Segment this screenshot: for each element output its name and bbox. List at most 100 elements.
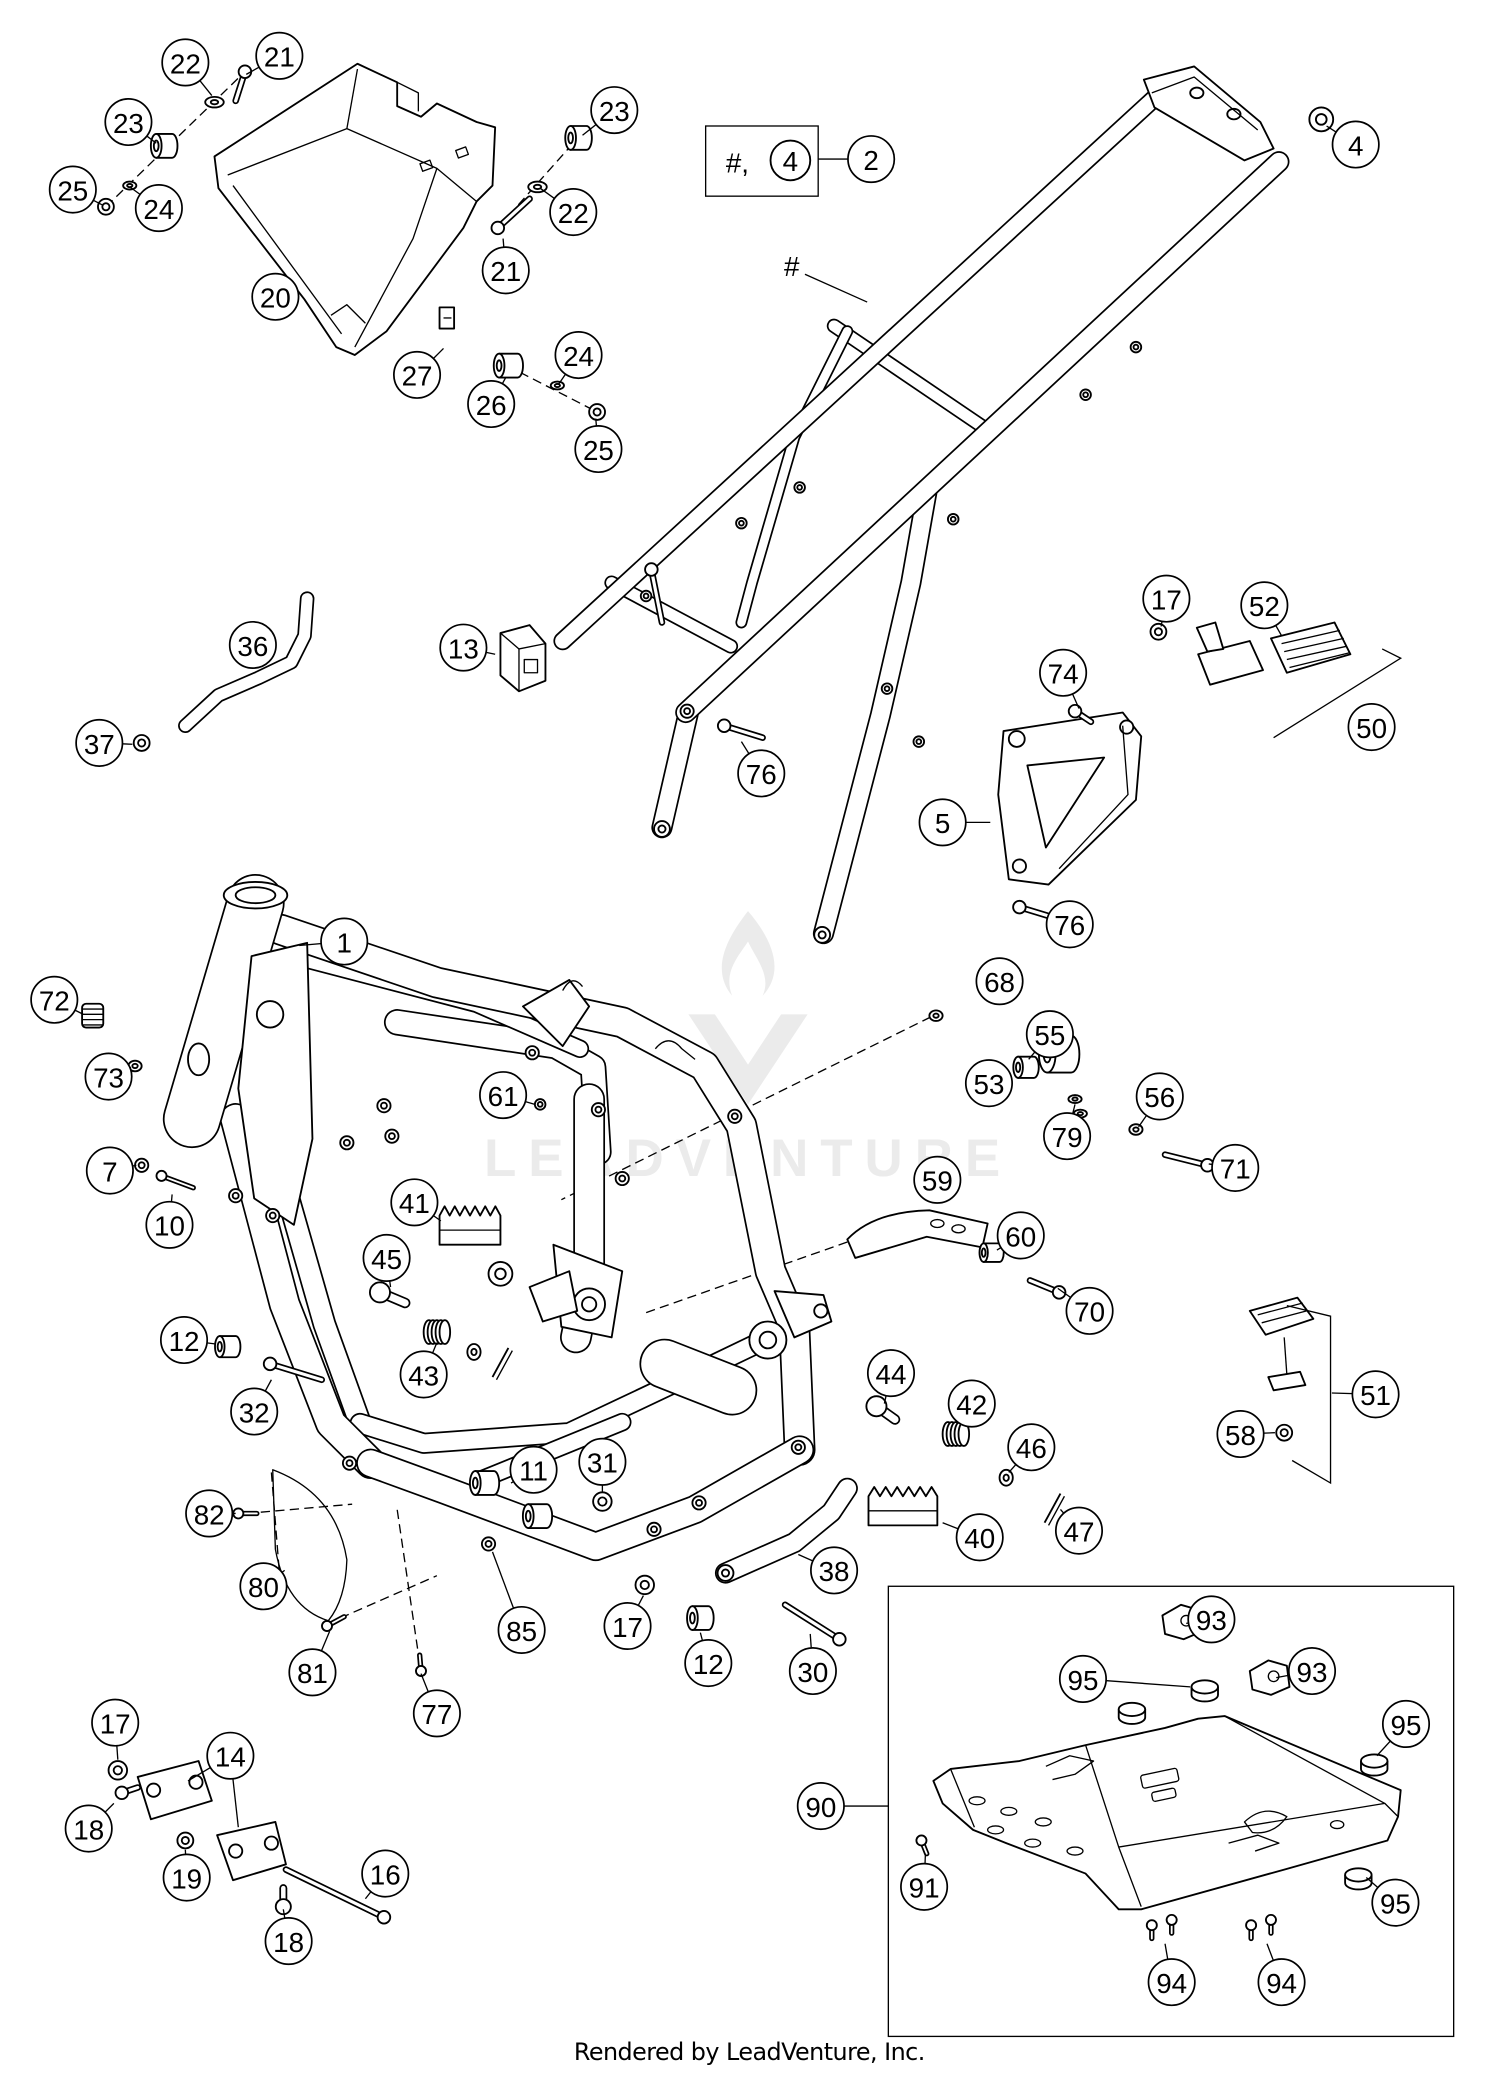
- frame-fitting-5: [646, 1521, 662, 1537]
- callout-94: 94: [1257, 1958, 1306, 2007]
- callout-25: 25: [574, 425, 623, 474]
- callout-number: 1: [336, 927, 351, 958]
- callout-number: 21: [490, 256, 521, 287]
- callout-number: 50: [1356, 713, 1387, 744]
- callout-37: 37: [75, 718, 124, 767]
- frame-fitting-1: [384, 1128, 400, 1144]
- callout-number: 11: [519, 1456, 548, 1487]
- callout-22: 22: [161, 38, 210, 87]
- bushing-11-b: [521, 1503, 554, 1529]
- callout-51: 51: [1351, 1370, 1400, 1419]
- rubber-plug-95-1: [1117, 1701, 1147, 1725]
- frame-fitting-3: [376, 1098, 392, 1114]
- callout-number: 27: [402, 361, 433, 392]
- bolt-32: [262, 1356, 326, 1384]
- callout-number: 38: [819, 1556, 850, 1587]
- callout-1: 1: [320, 917, 369, 966]
- nut-17-lower: [634, 1574, 655, 1596]
- subframe-eye-right: [813, 926, 832, 944]
- callout-number: 19: [171, 1863, 202, 1894]
- callout-74: 74: [1039, 648, 1088, 697]
- callout-number: 95: [1380, 1889, 1411, 1920]
- group-label-box: [704, 125, 819, 197]
- callout-number: 13: [448, 633, 479, 664]
- callout-number: 71: [1220, 1154, 1251, 1185]
- callout-25: 25: [48, 165, 97, 214]
- callout-number: 25: [57, 175, 88, 206]
- washer-46: [998, 1468, 1014, 1487]
- subframe-fitting-5: [912, 735, 926, 748]
- callout-93: 93: [1287, 1646, 1337, 1696]
- skid-plate-box: [887, 1585, 1455, 2038]
- screw-94-3: [1265, 1913, 1277, 1936]
- callout-number: 22: [558, 198, 589, 229]
- bolt-70: [1026, 1277, 1067, 1300]
- callout-81: 81: [288, 1648, 337, 1697]
- washer-79-a: [1067, 1094, 1083, 1104]
- callout-2: 2: [847, 135, 896, 184]
- footpeg-right-40: [867, 1486, 939, 1527]
- head-tube: [162, 874, 285, 1149]
- screw-94-1: [1165, 1913, 1178, 1936]
- footer-credit: Rendered by LeadVenture, Inc.: [574, 2038, 925, 2066]
- callout-number: 21: [264, 42, 295, 73]
- callout-number: 36: [237, 631, 268, 662]
- bushing-11-a: [468, 1470, 501, 1496]
- callout-number: 73: [93, 1062, 124, 1093]
- callout-number: 51: [1360, 1380, 1391, 1411]
- nut-25-right: [588, 403, 606, 421]
- callout-44: 44: [866, 1349, 916, 1398]
- nut-31: [592, 1491, 613, 1512]
- subframe-bolt: [644, 562, 666, 626]
- footpeg-left: [438, 1205, 502, 1246]
- callout-17: 17: [1142, 574, 1191, 623]
- swingarm-pivot-boss: [748, 1320, 788, 1360]
- bushing-23-left: [149, 133, 179, 159]
- frame-fitting-10: [727, 1108, 743, 1124]
- frame-downtube-back: [272, 1173, 373, 1436]
- callout-number: 20: [260, 283, 291, 314]
- callout-68: 68: [975, 957, 1024, 1006]
- frame-fitting-12: [265, 1208, 281, 1224]
- subframe-cross-rear: [604, 575, 739, 654]
- callout-20: 20: [251, 272, 300, 321]
- screw-82: [232, 1507, 260, 1520]
- brake-pedal-eye: [716, 1564, 735, 1582]
- o-ring-73: [127, 1059, 143, 1073]
- subframe-eye-rail: [679, 703, 695, 719]
- bolt-76-upper: [716, 718, 766, 741]
- subframe-eye-left: [653, 820, 671, 838]
- callout-71: 71: [1211, 1143, 1260, 1192]
- callout-number: 24: [563, 341, 594, 372]
- callout-36: 36: [228, 620, 277, 670]
- callout-number: 76: [746, 759, 777, 790]
- bolt-18-lower: [274, 1884, 292, 1916]
- static-parts: [136, 62, 1455, 2038]
- spring-43: [422, 1319, 452, 1345]
- frame-fitting-0: [339, 1135, 355, 1151]
- callout-number: 18: [73, 1814, 104, 1845]
- bushing-55: [1012, 1055, 1040, 1079]
- screw-81: [321, 1614, 347, 1632]
- hardware: [81, 64, 1389, 1942]
- callout-95: 95: [1381, 1699, 1431, 1748]
- callout-number: 46: [1016, 1433, 1047, 1464]
- subframe-strut-left: [651, 701, 700, 839]
- frame-lower-cradle-front: [356, 1435, 815, 1562]
- callout-43: 43: [399, 1350, 448, 1399]
- callout-18: 18: [264, 1917, 313, 1966]
- pivot-boss-left: [572, 1287, 606, 1322]
- callout-number: 81: [297, 1658, 328, 1689]
- callout-number: 14: [215, 1742, 246, 1773]
- washer-24-left: [122, 180, 138, 191]
- callout-number: 44: [876, 1359, 907, 1390]
- nut-19: [176, 1831, 195, 1850]
- callout-4: 4: [1331, 120, 1380, 169]
- callout-number: 95: [1391, 1710, 1422, 1741]
- callout-55: 55: [1025, 1010, 1074, 1059]
- frame-fitting-2: [614, 1170, 630, 1187]
- callout-number: 18: [273, 1927, 304, 1958]
- engine-guard: [272, 1469, 348, 1622]
- nut-7: [134, 1157, 150, 1173]
- bumper-93-lower: [1248, 1659, 1291, 1696]
